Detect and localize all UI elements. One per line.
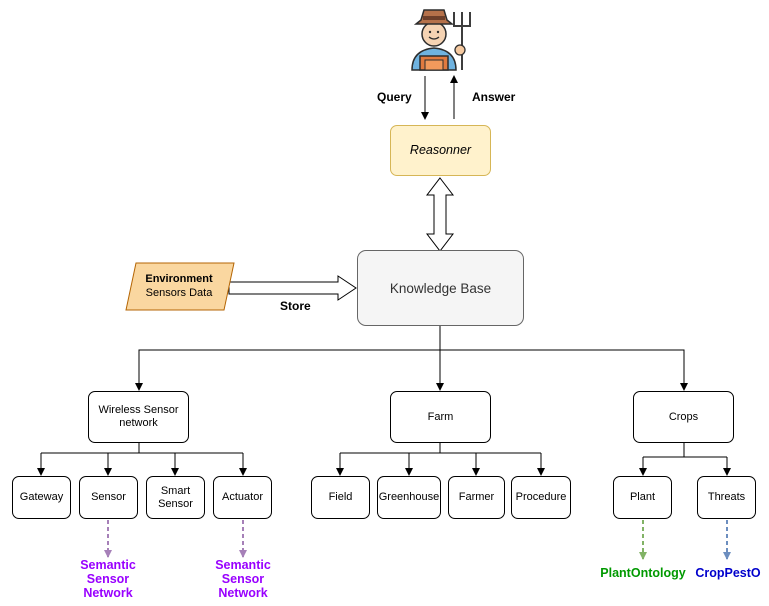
ssn-label-2: Semantic Sensor Network bbox=[215, 558, 271, 600]
reasoner-node[interactable]: Reasonner bbox=[390, 125, 491, 176]
crops-children-bus bbox=[643, 443, 727, 458]
wireless-sensor-network-node[interactable]: Wireless Sensor network bbox=[88, 391, 189, 443]
croppesto-label: CropPestO bbox=[695, 566, 761, 580]
smart-sensor-node[interactable]: Smart Sensor bbox=[146, 476, 205, 519]
greenhouse-node[interactable]: Greenhouse bbox=[377, 476, 441, 519]
environment-subtitle: Sensors Data bbox=[145, 287, 213, 299]
farm-children-bus bbox=[340, 443, 541, 454]
field-node[interactable]: Field bbox=[311, 476, 370, 519]
store-label: Store bbox=[280, 299, 311, 313]
ssn-label-1: Semantic Sensor Network bbox=[80, 558, 136, 600]
farmer-icon bbox=[411, 9, 471, 71]
plant-ontology-label: PlantOntology bbox=[600, 566, 686, 580]
wsn-children-bus bbox=[41, 443, 243, 454]
environment-title: Environment bbox=[145, 273, 213, 285]
environment-data-shape bbox=[125, 262, 235, 311]
reasoner-kb-double-arrow bbox=[425, 177, 455, 252]
threats-node[interactable]: Threats bbox=[697, 476, 756, 519]
store-arrow bbox=[228, 275, 357, 301]
gateway-node[interactable]: Gateway bbox=[12, 476, 71, 519]
sensor-node[interactable]: Sensor bbox=[79, 476, 138, 519]
actuator-node[interactable]: Actuator bbox=[213, 476, 272, 519]
answer-label: Answer bbox=[472, 90, 516, 104]
query-label: Query bbox=[377, 90, 412, 104]
knowledge-base-node[interactable]: Knowledge Base bbox=[357, 250, 524, 326]
farm-node[interactable]: Farm bbox=[390, 391, 491, 443]
crops-node[interactable]: Crops bbox=[633, 391, 734, 443]
procedure-node[interactable]: Procedure bbox=[511, 476, 571, 519]
environment-data-node[interactable]: Environment Sensors Data bbox=[124, 272, 234, 300]
farmer-node[interactable]: Farmer bbox=[448, 476, 505, 519]
plant-node[interactable]: Plant bbox=[613, 476, 672, 519]
kb-to-wsn bbox=[135, 326, 441, 391]
kb-to-crops bbox=[440, 349, 688, 391]
